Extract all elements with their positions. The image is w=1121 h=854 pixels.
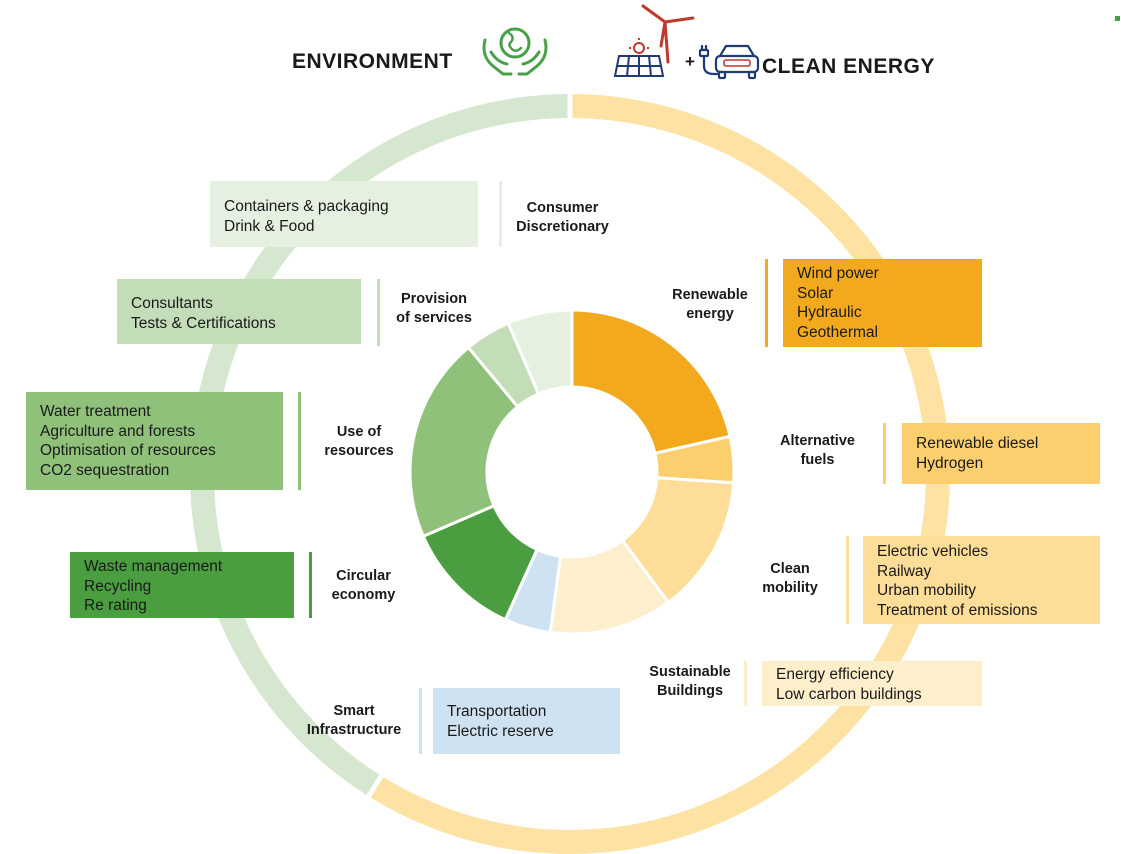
consumer-item: Drink & Food	[224, 217, 315, 235]
ev-charging-plug-icon	[698, 44, 720, 76]
buildings-item: Low carbon buildings	[776, 685, 922, 703]
smart-label-line: Infrastructure	[306, 722, 402, 738]
resources-item: Optimisation of resources	[40, 442, 216, 459]
buildings-label-line: Buildings	[656, 683, 724, 699]
fuels-item: Renewable diesel	[916, 435, 1039, 452]
services-divider	[377, 279, 380, 346]
mobility-label: Clean mobility	[750, 560, 830, 598]
mobility-label-line: Clean	[770, 561, 810, 577]
services-label: Provision of services	[382, 290, 486, 328]
mobility-item: Railway	[877, 562, 932, 580]
buildings-label-line: Sustainable	[649, 664, 731, 680]
wind-turbine-icon	[641, 4, 695, 64]
renewable-items-box: Wind power Solar Hydraulic Geothermal	[783, 259, 982, 347]
donut-segment-consumer	[506, 308, 574, 396]
renewable-item: Geothermal	[797, 323, 878, 341]
environment-title: ENVIRONMENT	[292, 50, 453, 73]
circular-label-line: Circular	[336, 568, 391, 584]
donut-segment-renewable	[570, 308, 732, 456]
mobility-item: Electric vehicles	[877, 543, 989, 560]
mobility-label-line: mobility	[762, 580, 818, 596]
fuels-label: Alternative fuels	[770, 432, 865, 470]
circular-label-line: economy	[331, 587, 396, 603]
circular-items-box: Waste management Recycling Re rating	[70, 552, 294, 618]
circular-label: Circular economy	[316, 567, 411, 605]
resources-item: CO2 sequestration	[40, 461, 170, 479]
services-item: Tests & Certifications	[131, 314, 276, 332]
renewable-label-line: Renewable	[672, 287, 748, 303]
outer-ring-gap	[365, 772, 385, 800]
clean-energy-title: CLEAN ENERGY	[762, 55, 935, 78]
renewable-item: Hydraulic	[797, 304, 862, 321]
buildings-item: Energy efficiency	[776, 666, 894, 683]
mobility-divider	[846, 536, 849, 624]
renewable-item: Wind power	[797, 265, 879, 282]
services-label-line: of services	[396, 310, 472, 326]
fuels-label-line: Alternative	[780, 433, 855, 449]
resources-label-line: Use of	[336, 424, 382, 440]
resources-item: Agriculture and forests	[40, 422, 196, 440]
fuels-items-box: Renewable diesel Hydrogen	[902, 423, 1100, 484]
renewable-label-line: energy	[686, 306, 734, 322]
services-label-line: Provision	[400, 291, 468, 307]
globe-in-hands-icon	[482, 27, 548, 76]
outer-ring	[189, 92, 950, 854]
resources-divider	[298, 392, 301, 490]
mobility-item: Urban mobility	[877, 582, 977, 599]
smart-label: Smart Infrastructure	[298, 702, 410, 740]
circular-item: Re rating	[84, 597, 147, 614]
mobility-item: Treatment of emissions	[877, 601, 1038, 619]
resources-item: Water treatment	[40, 403, 151, 420]
plus-sign: +	[685, 52, 695, 71]
smart-item: Electric reserve	[447, 722, 554, 740]
smart-item: Transportation	[447, 703, 547, 720]
services-items-box: Consultants Tests & Certifications	[117, 279, 361, 344]
fuels-item: Hydrogen	[916, 454, 984, 472]
mobility-items-box: Electric vehicles Railway Urban mobility…	[863, 536, 1100, 624]
donut-segment-resources	[408, 345, 520, 539]
consumer-items-box: Containers & packaging Drink & Food	[210, 181, 478, 247]
resources-items-box: Water treatment Agriculture and forests …	[26, 392, 283, 490]
services-item: Consultants	[131, 295, 213, 312]
buildings-divider	[744, 661, 747, 706]
solar-panel-icon	[613, 38, 665, 77]
circular-item: Recycling	[84, 577, 152, 595]
smart-divider	[419, 688, 422, 754]
smart-items-box: Transportation Electric reserve	[433, 688, 620, 754]
consumer-item: Containers & packaging	[224, 198, 389, 215]
fuels-divider	[883, 423, 886, 484]
buildings-label: Sustainable Buildings	[638, 663, 742, 701]
circular-item: Waste management	[84, 558, 223, 575]
renewable-item: Solar	[797, 284, 834, 302]
electric-car-icon	[714, 44, 760, 80]
fuels-label-line: fuels	[800, 452, 835, 468]
corner-dot	[1115, 16, 1120, 21]
buildings-items-box: Energy efficiency Low carbon buildings	[762, 661, 982, 706]
renewable-label: Renewable energy	[660, 286, 760, 324]
consumer-label-line: Consumer	[526, 200, 599, 216]
circular-divider	[309, 552, 312, 618]
consumer-divider	[499, 181, 502, 247]
smart-label-line: Smart	[333, 703, 375, 719]
consumer-label: Consumer Discretionary	[505, 199, 620, 237]
donut-chart	[408, 308, 736, 636]
consumer-label-line: Discretionary	[516, 219, 609, 235]
resources-label-line: resources	[324, 443, 394, 459]
renewable-divider	[765, 259, 768, 347]
resources-label: Use of resources	[310, 423, 408, 461]
